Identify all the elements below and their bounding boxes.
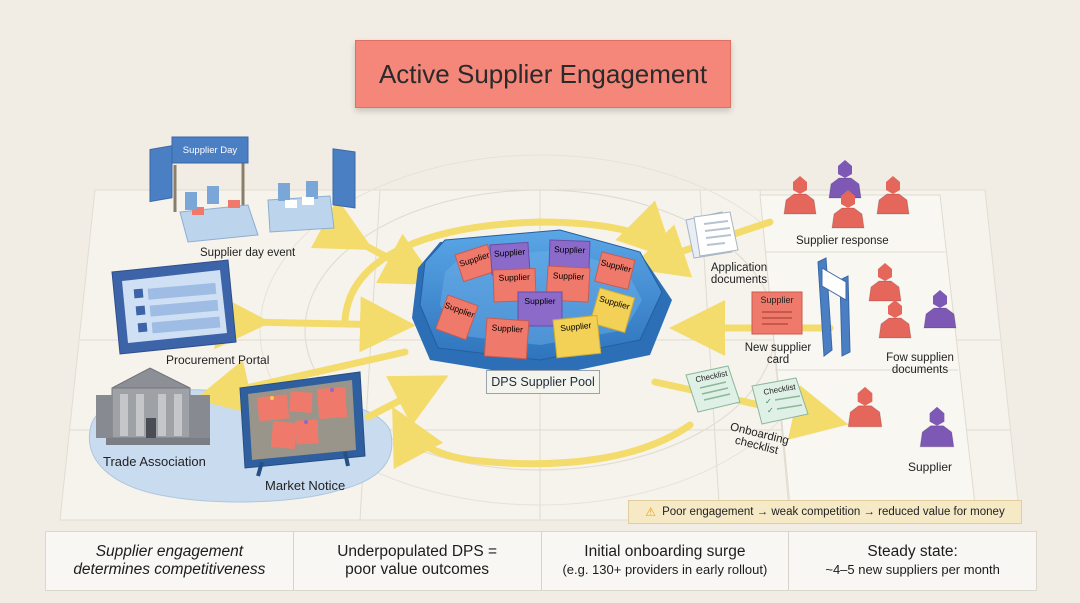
market-notice-board bbox=[239, 371, 366, 477]
market-notice-label: Market Notice bbox=[265, 478, 346, 493]
new-supplier-card-title: Supplier bbox=[760, 295, 793, 305]
application-documents-icon bbox=[685, 211, 739, 259]
supplier-figure-2 bbox=[828, 160, 862, 199]
summary-cell-2: Underpopulated DPS = poor value outcomes bbox=[294, 532, 542, 590]
summary-4-line-2: ~4–5 new suppliers per month bbox=[825, 562, 1000, 577]
supplier-figure-9 bbox=[919, 406, 955, 448]
application-documents-line-2: documents bbox=[710, 274, 768, 286]
summary-3-line-1: Initial onboarding surge bbox=[584, 543, 746, 560]
supplier-figure-4 bbox=[876, 176, 910, 215]
few-supplier-documents-line-1: Fow supplien bbox=[886, 352, 954, 364]
supplier-figure-5 bbox=[868, 263, 902, 302]
svg-text:✓: ✓ bbox=[765, 397, 772, 406]
loop-arrow-bottom bbox=[392, 406, 694, 470]
summary-1-line-2: determines competitiveness bbox=[73, 561, 266, 578]
summary-cell-1: Supplier engagement determines competiti… bbox=[46, 532, 294, 590]
supplier-day-stand bbox=[149, 136, 356, 243]
trade-association-label: Trade Association bbox=[103, 454, 206, 469]
supplier-figures bbox=[783, 160, 957, 448]
pool-cards: Supplier Supplier Supplier Supplier Supp… bbox=[435, 239, 636, 360]
application-documents-label: Application documents bbox=[702, 262, 776, 286]
checklist-icon-2: Checklist ✓ ✓ bbox=[751, 377, 809, 425]
checklist-icon-1: Checklist bbox=[685, 365, 741, 413]
svg-text:✓: ✓ bbox=[767, 406, 774, 415]
pool-card-10: Supplier bbox=[491, 322, 523, 334]
supplier-response-label: Supplier response bbox=[796, 235, 889, 247]
pool-card-3: Supplier bbox=[554, 244, 586, 255]
warning-triangle-icon: ⚠ bbox=[645, 505, 657, 519]
new-supplier-card-label: New supplier card bbox=[738, 342, 818, 366]
new-supplier-card-line-2: card bbox=[766, 354, 790, 366]
bottom-summary-strip: Supplier engagement determines competiti… bbox=[45, 531, 1037, 591]
summary-2-line-1: Underpopulated DPS = bbox=[337, 543, 498, 560]
summary-cell-4: Steady state: ~4–5 new suppliers per mon… bbox=[789, 532, 1036, 590]
new-supplier-card-line-1: New supplier bbox=[744, 342, 812, 354]
entrance-gate-icon bbox=[817, 257, 851, 357]
warning-bar: ⚠ Poor engagement → weak competition → r… bbox=[628, 500, 1022, 524]
trade-association-building bbox=[96, 367, 210, 445]
supplier-figure-6 bbox=[878, 300, 912, 339]
pool-card-5: Supplier bbox=[499, 272, 531, 283]
pool-card-8: Supplier bbox=[524, 296, 555, 306]
supplier-figure-3 bbox=[831, 190, 865, 229]
summary-1-line-1: Supplier engagement bbox=[95, 543, 244, 560]
supplier-figure-8 bbox=[847, 386, 883, 428]
few-supplier-documents-line-2: documents bbox=[891, 364, 949, 376]
supplier-day-event-label: Supplier day event bbox=[200, 247, 296, 259]
arrow-supplier-day bbox=[310, 198, 439, 285]
summary-cell-3: Initial onboarding surge (e.g. 130+ prov… bbox=[542, 532, 790, 590]
supplier-day-sign: Supplier Day bbox=[183, 145, 238, 156]
warning-text: Poor engagement → weak competition → red… bbox=[662, 506, 1005, 518]
pool-card-6: Supplier bbox=[553, 270, 585, 282]
dps-supplier-pool-label: DPS Supplier Pool bbox=[486, 370, 600, 394]
pool-card-11: Supplier bbox=[560, 320, 592, 333]
pool-card-2: Supplier bbox=[494, 247, 526, 259]
procurement-portal-tablet bbox=[111, 259, 237, 355]
title-banner: Active Supplier Engagement bbox=[355, 40, 731, 108]
summary-2-line-2: poor value outcomes bbox=[345, 561, 490, 578]
supplier-label: Supplier bbox=[908, 460, 953, 474]
procurement-portal-label: Procurement Portal bbox=[166, 353, 270, 367]
arrow-portal bbox=[214, 293, 416, 353]
arrow-market bbox=[364, 375, 449, 426]
new-supplier-card bbox=[751, 291, 803, 335]
summary-3-line-2: (e.g. 130+ providers in early rollout) bbox=[562, 562, 768, 577]
supplier-figure-7 bbox=[923, 290, 957, 329]
page-title: Active Supplier Engagement bbox=[378, 58, 708, 89]
application-documents-line-1: Application bbox=[710, 262, 768, 274]
summary-4-line-1: Steady state: bbox=[867, 543, 958, 560]
supplier-figure-1 bbox=[783, 176, 817, 215]
few-supplier-documents-label: Fow supplien documents bbox=[875, 352, 965, 376]
pool-label-text: DPS Supplier Pool bbox=[491, 375, 595, 389]
